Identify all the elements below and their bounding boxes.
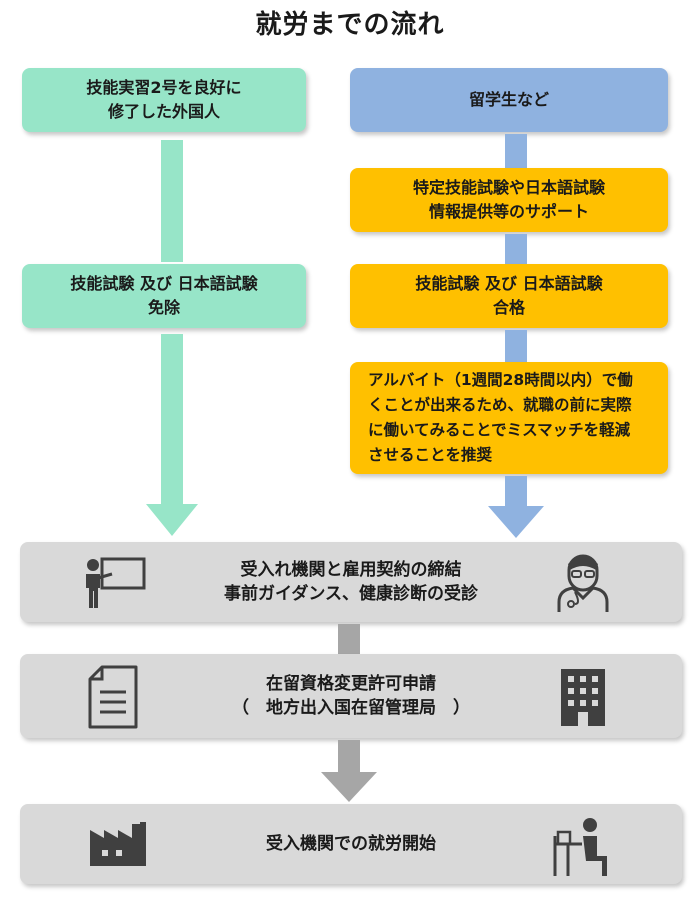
left-connector-upper <box>161 140 183 262</box>
doctor-icon <box>553 548 613 614</box>
step-connector-1 <box>338 624 360 654</box>
worker-at-desk-icon <box>552 814 612 878</box>
right-connector-3 <box>505 330 527 362</box>
factory-icon <box>88 822 150 868</box>
presentation-icon <box>82 556 148 610</box>
right-down-arrow <box>482 476 550 538</box>
left-exemption-box: 技能試験 及び 日本語試験 免除 <box>22 264 306 328</box>
right-connector-1 <box>505 134 527 168</box>
building-icon <box>558 666 608 728</box>
right-connector-2 <box>505 234 527 264</box>
support-box: 特定技能試験や日本語試験 情報提供等のサポート <box>350 168 668 232</box>
document-icon <box>86 664 140 730</box>
page-title: 就労までの流れ <box>255 10 445 40</box>
left-down-arrow <box>138 334 206 536</box>
step-down-arrow <box>315 740 383 804</box>
left-start-box: 技能実習2号を良好に 修了した外国人 <box>22 68 306 132</box>
right-start-box: 留学生など <box>350 68 668 132</box>
pass-box: 技能試験 及び 日本語試験 合格 <box>350 264 668 328</box>
part-time-note-box: アルバイト（1週間28時間以内）で働 くことが出来るため、就職の前に実際 に働い… <box>350 362 668 474</box>
